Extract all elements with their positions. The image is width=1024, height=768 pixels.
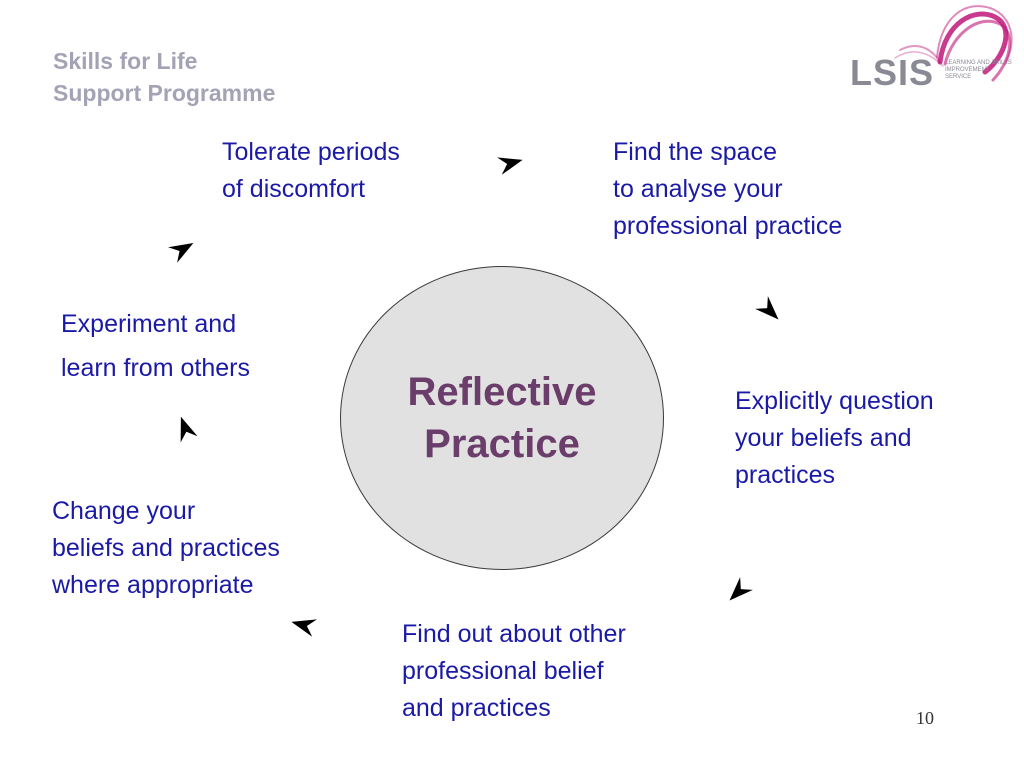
step-experiment-learn: Experiment and learn from others [61, 310, 250, 382]
cycle-arrow-icon [180, 416, 198, 443]
reflective-practice-circle [340, 266, 664, 570]
reflective-practice-label: Reflective Practice [407, 370, 597, 466]
step-change-beliefs: Change your beliefs and practices where … [52, 497, 280, 599]
step-question-beliefs: Explicitly question your beliefs and pra… [735, 387, 934, 489]
step-find-space: Find the space to analyse your professio… [613, 138, 843, 240]
lsis-wordmark: LSIS [850, 52, 935, 93]
header-line-2: Support Programme [53, 80, 276, 106]
cycle-arrow-icon [168, 243, 194, 263]
header-line-1: Skills for Life [53, 48, 198, 74]
cycle-arrow-icon [729, 577, 753, 601]
lsis-ribbon-logo-icon [894, 5, 1013, 82]
lsis-tagline: LEARNING AND SKILLS IMPROVEMENT SERVICE [945, 60, 1012, 80]
cycle-arrow-icon [291, 619, 317, 637]
cycle-arrow-icon [755, 296, 779, 320]
cycle-arrow-icon [497, 157, 523, 175]
page-number: 10 [916, 708, 934, 728]
header-title: Skills for Life Support Programme [53, 45, 275, 109]
step-find-out-practices: Find out about other professional belief… [402, 620, 626, 722]
step-tolerate-discomfort: Tolerate periods of discomfort [222, 138, 400, 203]
